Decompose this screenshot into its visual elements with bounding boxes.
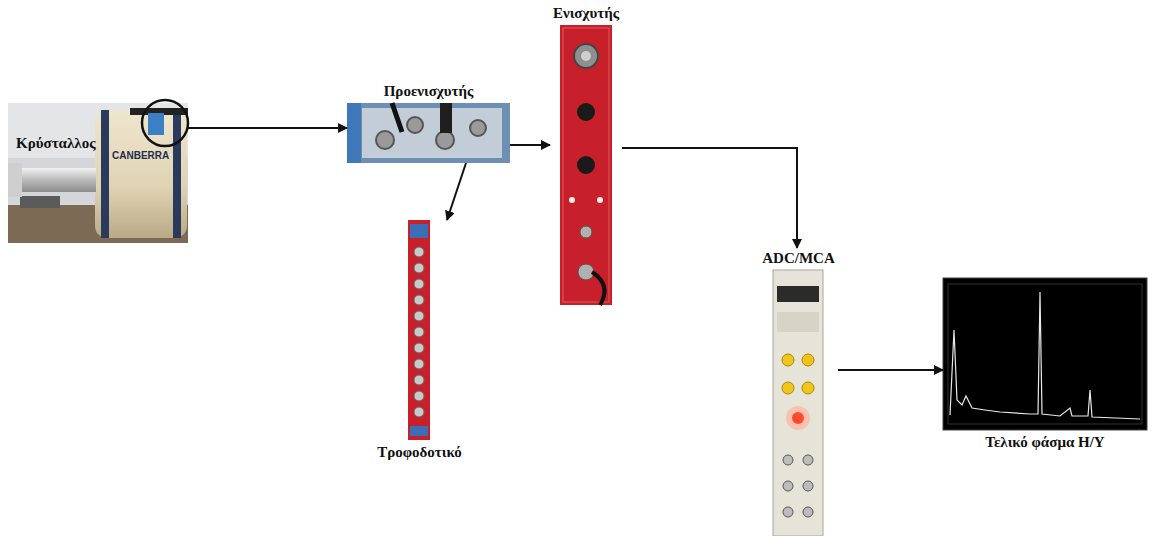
node-label: Κρύσταλλος — [16, 133, 96, 153]
power-supply-node: Τροφοδοτικό — [374, 220, 465, 462]
detector-photo — [8, 100, 188, 243]
detector-node: Κρύσταλλος — [8, 103, 188, 243]
power-supply-module — [408, 220, 430, 440]
spectrum-node: Τελικό φάσμα Η/Υ — [943, 278, 1147, 452]
amplifier-node: Ενισχυτής — [550, 3, 622, 305]
picture-space — [943, 278, 1147, 432]
signal-arrow — [510, 144, 550, 146]
signal-arrow — [188, 127, 347, 129]
adc-mca-node: ADC/MCA — [759, 248, 838, 536]
picture-space — [374, 220, 465, 442]
node-label: Τροφοδοτικό — [374, 442, 465, 462]
amplifier-module — [560, 25, 612, 305]
node-label: Τελικό φάσμα Η/Υ — [943, 432, 1147, 452]
node-label: Ενισχυτής — [550, 3, 622, 23]
signal-arrow — [622, 148, 797, 248]
signal-arrow — [838, 369, 943, 371]
spectrum-screen — [943, 278, 1147, 430]
adc-mca-module — [773, 270, 823, 536]
preamplifier-photo — [347, 103, 510, 163]
node-label: Προενισχυτής — [347, 81, 510, 101]
signal-arrow — [447, 163, 466, 220]
preamplifier-node: Προενισχυτής — [347, 81, 510, 163]
node-label: ADC/MCA — [759, 248, 838, 268]
brand-label: CANBERRA — [112, 150, 169, 161]
